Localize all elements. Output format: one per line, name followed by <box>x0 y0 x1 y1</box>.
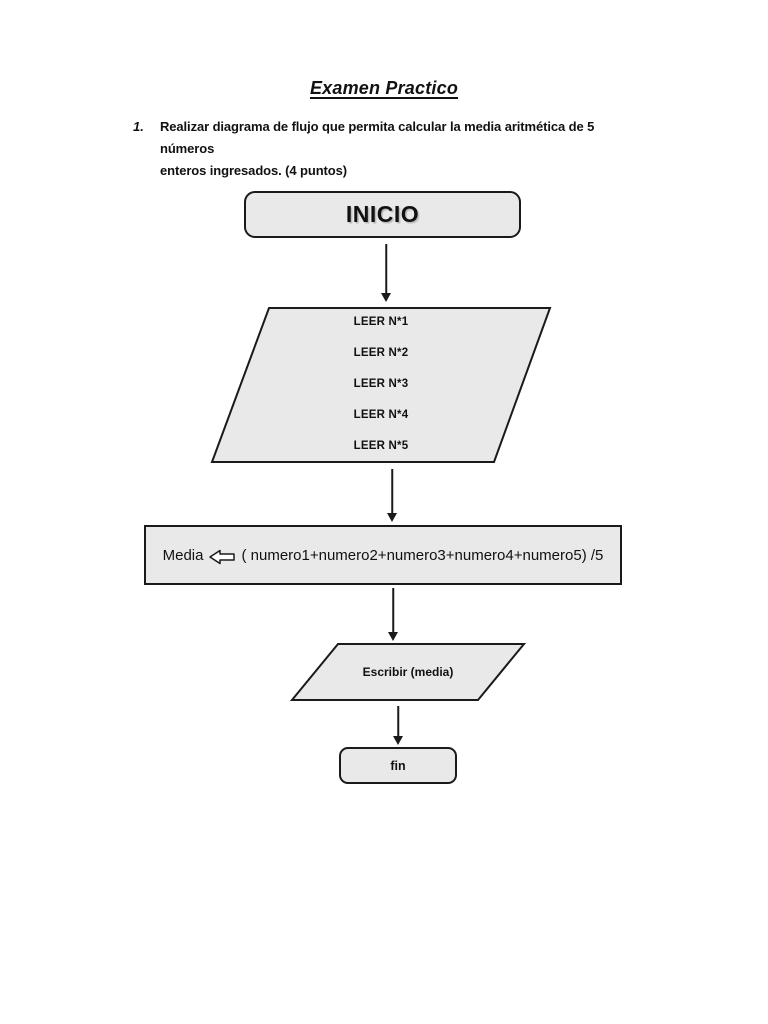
assign-left-arrow-icon <box>209 549 236 565</box>
parallelogram-shape <box>210 307 552 463</box>
input-line: LEER N*1 <box>353 316 409 328</box>
connector-arrow-down-icon <box>392 706 404 745</box>
task-item: 1. Realizar diagrama de flujo que permit… <box>133 116 643 182</box>
flow-start-node: INICIO <box>244 191 521 238</box>
flow-output-node: Escribir (media) <box>290 642 526 702</box>
flow-input-node: LEER N*1 LEER N*2 LEER N*3 LEER N*4 LEER… <box>210 306 552 464</box>
input-line: LEER N*4 <box>353 409 409 421</box>
process-expression: ( numero1+numero2+numero3+numero4+numero… <box>241 546 604 564</box>
connector-arrow-down-icon <box>386 469 398 522</box>
flow-end-node: fin <box>339 747 457 784</box>
flow-process-node: Media ( numero1+numero2+numero3+numero4+… <box>144 525 622 585</box>
parallelogram-shape <box>290 643 526 701</box>
connector-arrow-down-icon <box>387 588 399 641</box>
connector-arrow-down-icon <box>380 244 392 302</box>
input-line: LEER N*3 <box>353 378 409 390</box>
flow-input-lines: LEER N*1 LEER N*2 LEER N*3 LEER N*4 LEER… <box>210 316 552 452</box>
task-text: Realizar diagrama de flujo que permita c… <box>160 116 643 182</box>
process-target-label: Media <box>162 546 204 564</box>
page-title: Examen Practico <box>309 78 459 98</box>
flow-start-label: INICIO <box>345 201 420 227</box>
flow-output-label: Escribir (media) <box>362 665 454 679</box>
task-text-line-2: enteros ingresados. (4 puntos) <box>160 163 347 178</box>
task-number: 1. <box>133 119 144 134</box>
task-text-line-1: Realizar diagrama de flujo que permita c… <box>160 119 595 156</box>
input-line: LEER N*2 <box>353 347 409 359</box>
flow-end-label: fin <box>390 758 406 773</box>
input-line: LEER N*5 <box>353 440 409 452</box>
title-row: Examen Practico <box>0 78 768 99</box>
